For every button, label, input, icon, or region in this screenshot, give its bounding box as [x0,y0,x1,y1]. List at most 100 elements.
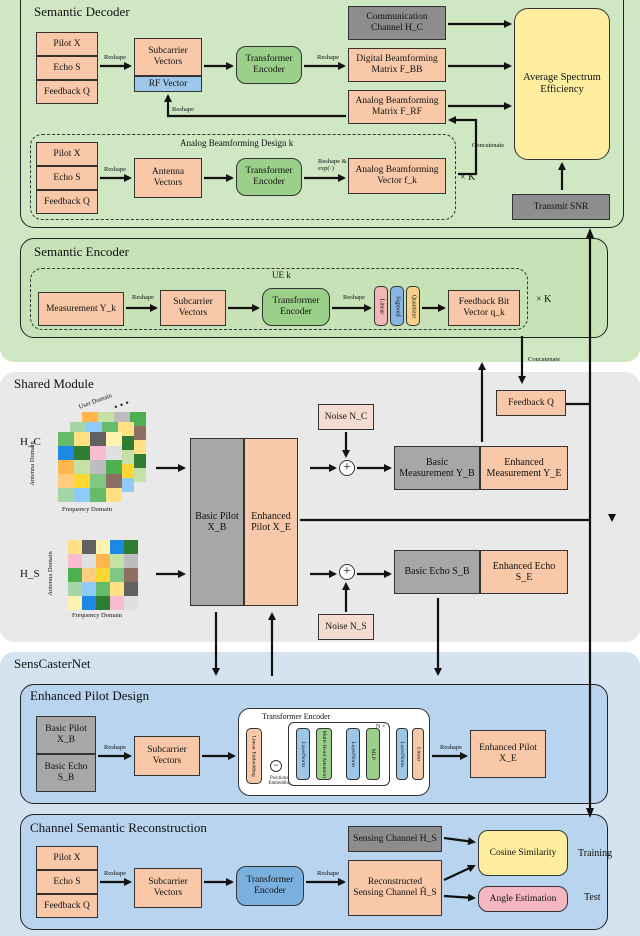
grid-cell [96,596,110,610]
encoder-reshape-label-2: Reshape [343,294,366,301]
layernorm-2-label: LayerNorm [350,741,357,767]
grid-cell [110,568,124,582]
grid-cell [68,596,82,610]
grid-cell [96,582,110,596]
shared-feedback-box: Feedback Q [496,390,566,416]
hs-label: H_S [20,568,40,580]
linear-output-label: Linear [415,746,422,762]
antenna-vectors-box: Antenna Vectors [134,158,202,198]
noise-s-box: Noise N_S [318,614,374,640]
grid-cell [58,460,74,474]
transmit-snr-box: Transmit SNR [512,194,610,220]
measurement-box: Measurement Y_k [38,292,124,326]
grid-cell [74,446,90,460]
decoder2-feedback-box: Feedback Q [36,190,98,214]
decoder-pilot-box: Pilot X [36,32,98,56]
basic-measurement-box: Basic Measurement Y_B [394,446,480,490]
grid-cell [106,460,122,474]
mlp-layer: MLP [366,728,380,780]
grid-cell [118,436,134,450]
csr-reshape-label: Reshape [104,870,127,877]
grid-cell [106,488,122,502]
grid-cell [68,582,82,596]
cosine-similarity-box: Cosine Similarity [478,830,568,876]
csr-feedback-box: Feedback Q [36,894,98,918]
decoder2-pilot-box: Pilot X [36,142,98,166]
adder-c-icon: + [339,460,355,476]
epd-enhanced-pilot-box: Enhanced Pilot X_E [470,730,546,778]
grid-cell [124,582,138,596]
grid-cell [90,432,106,446]
average-spectrum-efficiency-box: Average Spectrum Efficiency [514,8,610,160]
decoder2-transformer-encoder: Transformer Encoder [236,158,302,196]
mha-label: Multi-Head Attention [321,730,328,778]
sigmoid-label: Sigmoid [394,295,401,317]
grid-cell [74,460,90,474]
grid-cell [82,540,96,554]
layernorm-1-label: LayerNorm [300,741,307,767]
grid-cell [130,454,146,468]
channel-reconstruction-title: Channel Semantic Reconstruction [30,820,207,835]
decoder-concatenate-label: Concatenate [472,142,505,149]
linear-embedding-layer: Linear Embedding [246,728,262,784]
analog-beamforming-box: Analog Beamforming Matrix F_RF [348,90,446,124]
test-label: Test [584,892,601,903]
grid-cell [82,554,96,568]
hc-grid-layer-1 [58,432,122,502]
enhanced-echo-box: Enhanced Echo S_E [480,550,568,594]
n-times-label: N × [376,724,386,730]
noise-c-box: Noise N_C [318,404,374,430]
decoder-echo-box: Echo S [36,56,98,80]
semantic-decoder-title: Semantic Decoder [34,4,130,19]
grid-cell [130,412,146,426]
layernorm-2: LayerNorm [346,728,360,780]
grid-cell [74,474,90,488]
grid-cell [82,582,96,596]
positional-embedding-label: Positional Embedding [268,776,292,787]
grid-cell [58,488,74,502]
grid-cell [124,540,138,554]
reshape-exp-label: Reshape & exp(·) [318,158,347,173]
grid-cell [68,540,82,554]
basic-echo-box: Basic Echo S_B [394,550,480,594]
grid-cell [74,432,90,446]
encoder-times-k: × K [536,294,552,305]
reconstructed-channel-box: Reconstructed Sensing Channel Ĥ_S [348,860,442,916]
encoder-concatenate-label: Concatenate [528,356,561,363]
analog-beamforming-vector-box: Analog Beamforming Vector f_k [348,158,446,194]
multi-head-attention: Multi-Head Attention [316,728,332,780]
grid-cell [118,478,134,492]
grid-cell [124,596,138,610]
semantic-encoder-title: Semantic Encoder [34,244,129,259]
epd-basic-echo-box: Basic Echo S_B [36,754,96,792]
grid-cell [124,554,138,568]
grid-cell [118,450,134,464]
grid-cell [90,474,106,488]
analog-beamforming-design-group [30,134,456,220]
decoder-reshape-label-3: Reshape [172,106,195,113]
grid-cell [74,488,90,502]
training-label: Training [578,848,613,859]
grid-cell [96,540,110,554]
grid-cell [82,568,96,582]
csr-reshape-label-2: Reshape [317,870,340,877]
grid-cell [110,582,124,596]
grid-cell [130,426,146,440]
grid-cell [68,568,82,582]
basic-pilot-box: Basic Pilot X_B [190,438,244,606]
grid-cell [130,440,146,454]
encoder-subcarrier-vectors: Subcarrier Vectors [160,290,226,326]
decoder-reshape-label-2: Reshape [317,54,340,61]
grid-cell [110,596,124,610]
hs-frequency-domain-label: Frequency Domain [72,612,123,619]
decoder-transformer-encoder: Transformer Encoder [236,46,302,84]
hc-frequency-domain-label: Frequency Domain [62,506,113,513]
decoder-rf-vector: RF Vector [134,76,202,92]
ue-k-group [30,268,528,330]
grid-cell [118,422,134,436]
linear-label: Linear [378,298,385,314]
grid-cell [58,446,74,460]
angle-estimation-box: Angle Estimation [478,886,568,912]
decoder2-echo-box: Echo S [36,166,98,190]
sensing-channel-box: Sensing Channel H_S [348,826,442,852]
